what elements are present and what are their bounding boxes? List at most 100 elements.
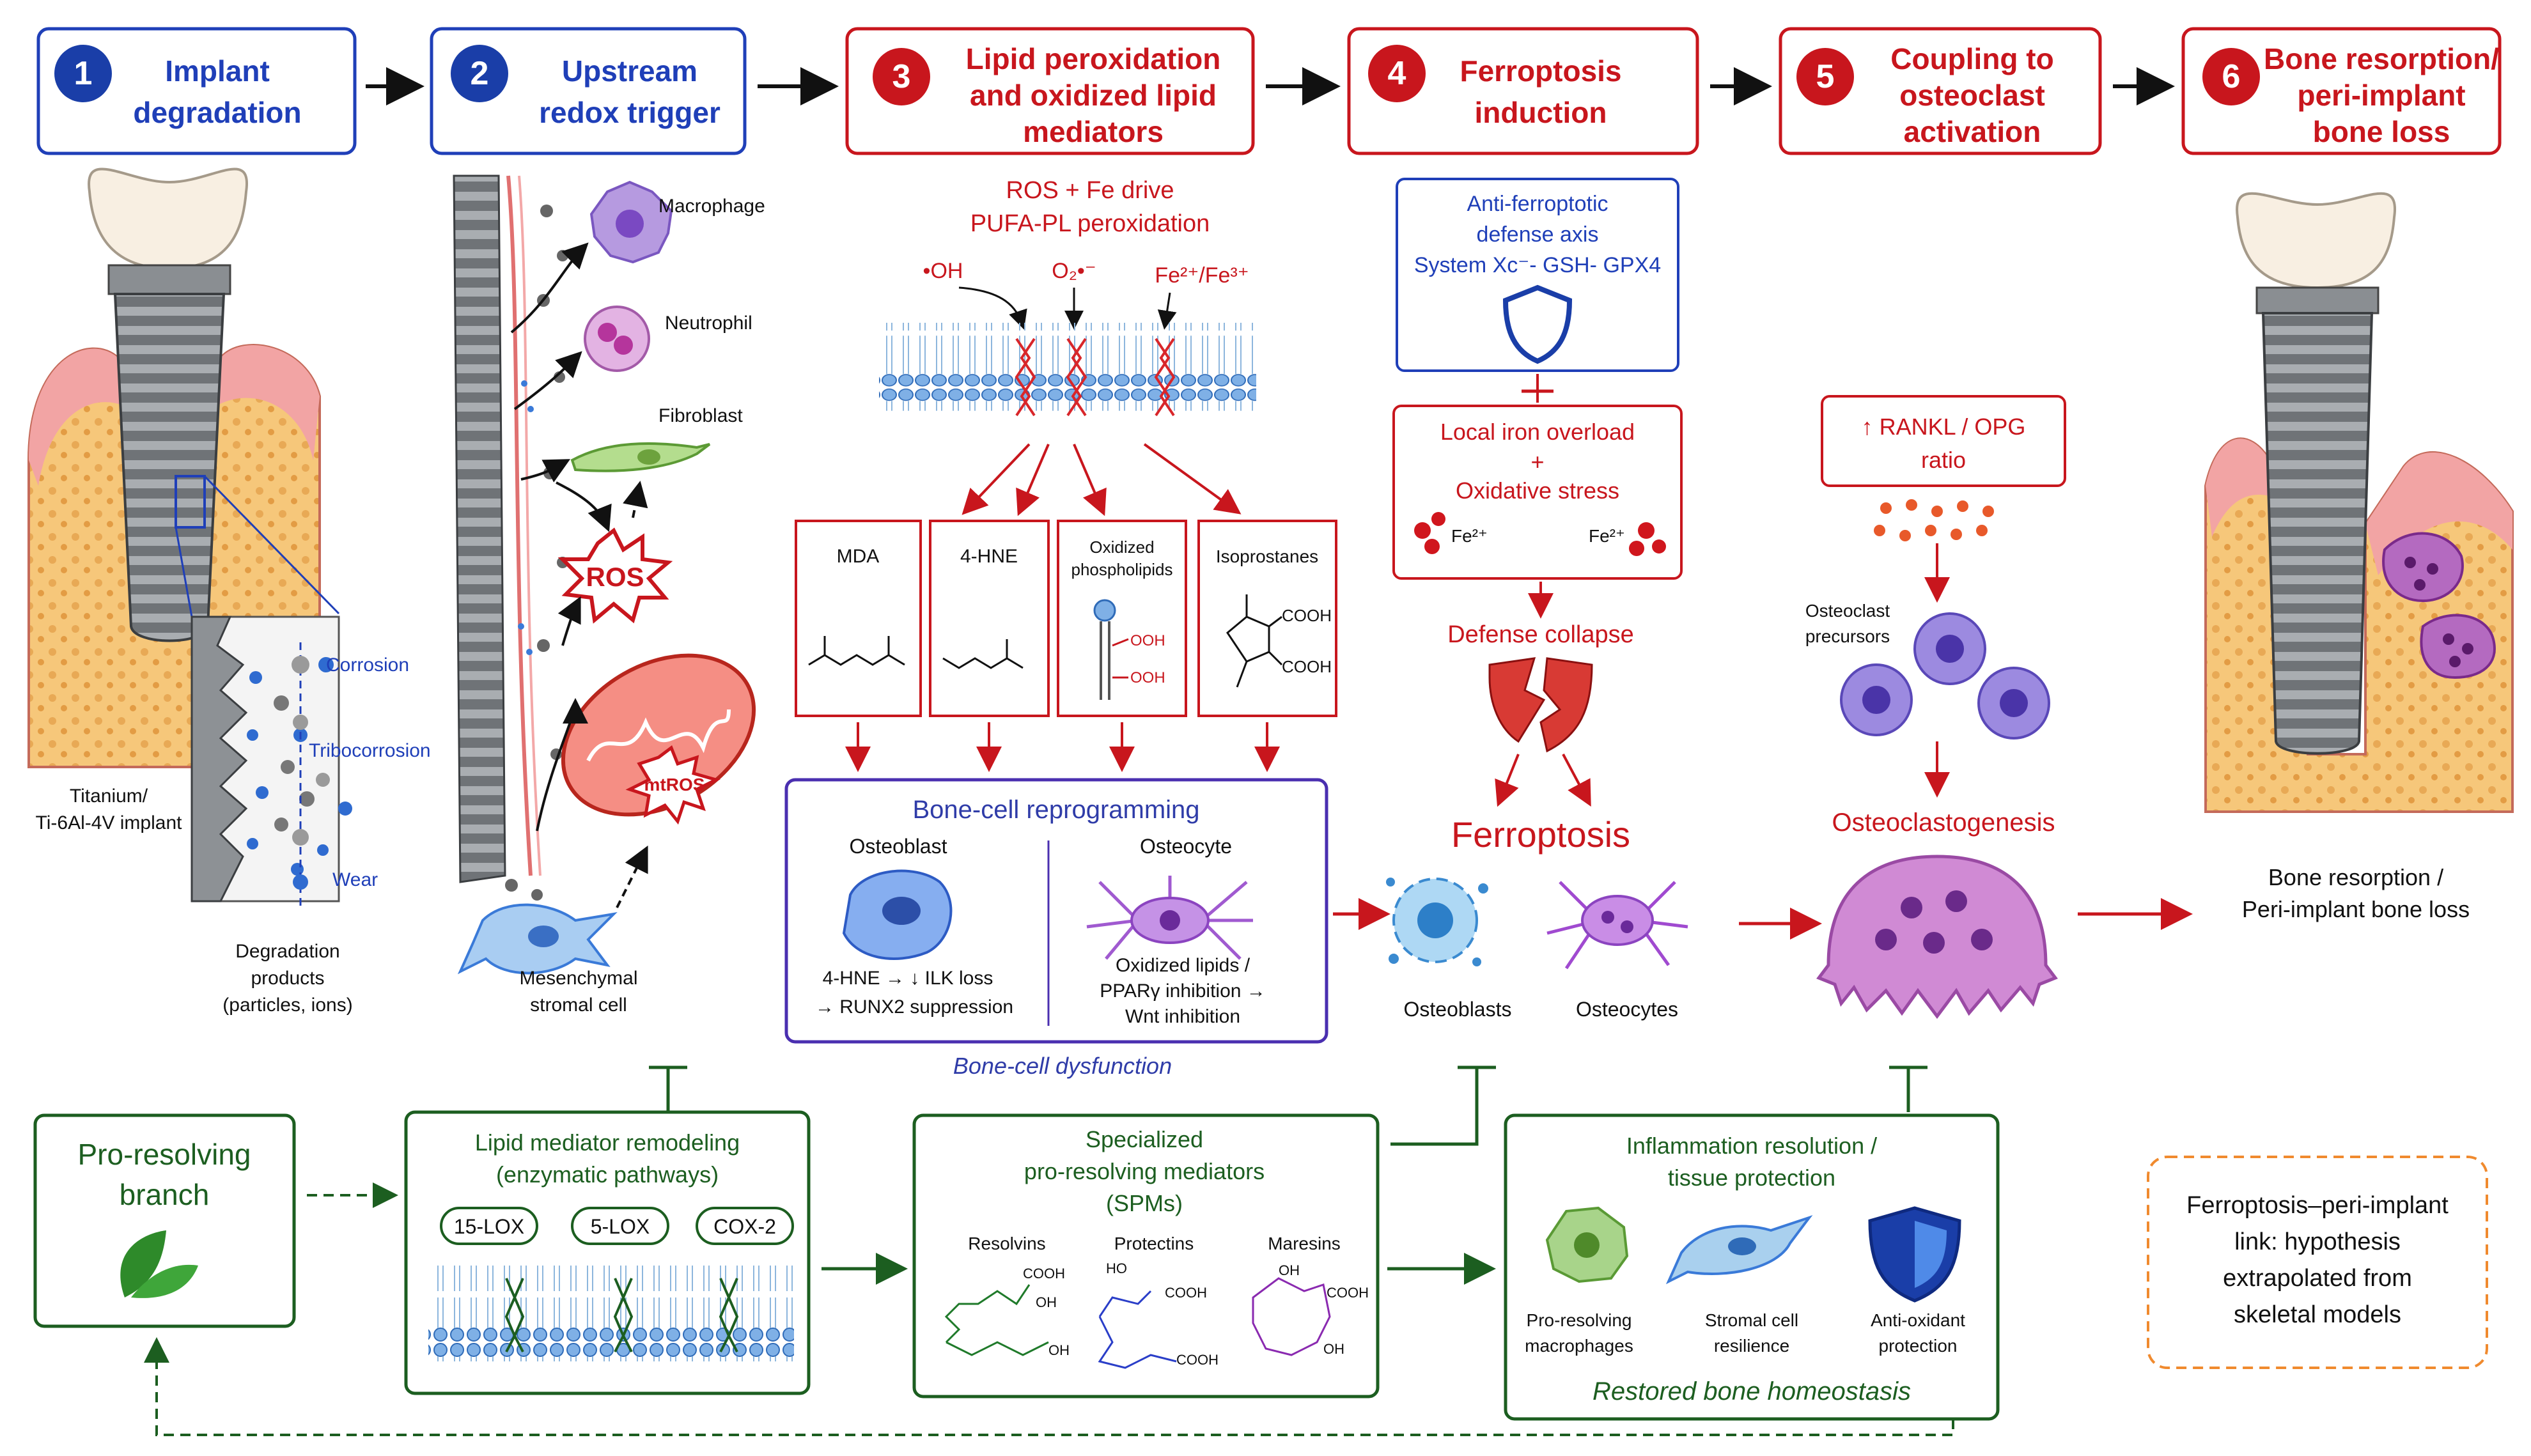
step-1-badge [54,45,112,102]
redox-arrows [510,242,648,908]
step-5-title-3: activation [1904,115,2041,148]
defense-collapse-label: Defense collapse [1447,621,1634,648]
ferroptosis-title: Ferroptosis [1451,814,1630,855]
neutrophil-cell [584,306,650,372]
neutrophil-label: Neutrophil [665,313,752,334]
osteoblast-mechanism: 4-HNE → ↓ ILK loss [823,968,993,989]
aop-label: Anti-oxidant [1871,1310,1965,1330]
step-2-badge [451,45,508,102]
isoprostane-cooh-2: COOH [1282,657,1332,676]
hypothesis-text-2: link: hypothesis [2234,1228,2401,1255]
lipid-remodeling-box: Lipid mediator remodeling (enzymatic pat… [404,1110,811,1395]
fe2-label-1: Fe²⁺ [1451,526,1488,546]
isoprostane-cooh-1: COOH [1282,606,1332,625]
step-3-badge [873,48,930,105]
step-3-title: Lipid peroxidation [966,42,1221,75]
oxpl-label-2: phospholipids [1071,560,1172,579]
reprogramming-box: Bone-cell reprogramming Osteoblast Osteo… [784,778,1328,1044]
precursors-label-2: precursors [1805,626,1890,646]
ros-label: ROS [586,562,644,592]
step-6-box: 6 Bone resorption/ peri-implant bone los… [2181,27,2502,155]
inflammation-title: Inflammation resolution / [1626,1133,1877,1159]
osteocyte-dendrites [1086,876,1253,960]
step-6-title-3: bone loss [2313,115,2450,148]
ooh-label-2: OOH [1130,669,1165,686]
step-3-box: 3 Lipid peroxidation and oxidized lipid … [845,27,1255,155]
product-4hne: 4-HNE [929,520,1050,717]
step-2-title: Upstream [562,54,697,88]
oxpl-label: Oxidized [1089,538,1154,557]
scr-label-2: resilience [1714,1336,1789,1356]
hypothesis-text: Ferroptosis–peri-implant [2186,1192,2449,1219]
remodel-title-2: (enzymatic pathways) [496,1161,719,1188]
iron-overload-box: Local iron overload + Oxidative stress F… [1392,405,1683,580]
hypothesis-text-4: skeletal models [2234,1301,2401,1328]
lipid-heading-2: PUFA-PL peroxidation [970,210,1210,237]
iron-plus: + [1530,449,1544,475]
rankl-box: ↑ RANKL / OPG ratio [1821,395,2066,487]
fe2-label-2: Fe²⁺ [1589,526,1625,546]
hypothesis-text-3: extrapolated from [2223,1265,2412,1292]
superoxide-label: O₂•⁻ [1052,259,1096,283]
step-6-title: Bone resorption/ [2264,42,2499,75]
resolvin-structure [944,1284,1049,1356]
restored-homeostasis-label: Restored bone homeostasis [1593,1377,1911,1406]
inflammation-title-2: tissue protection [1668,1165,1835,1191]
maresin-oh-2: OH [1323,1341,1344,1357]
bone-resorption-label: Bone resorption / [2268,864,2443,890]
products-label: Degradation [235,941,339,962]
osteocyte-mechanism: Oxidized lipids / [1116,955,1250,976]
macrophage-cell [589,180,673,264]
product-isoprostanes: Isoprostanes COOH COOH [1197,520,1337,717]
resolvins-label: Resolvins [968,1234,1045,1253]
axis-components: System Xc⁻- GSH- GPX4 [1414,253,1661,277]
ooh-label-1: OOH [1130,632,1165,649]
step-1-number: 1 [74,55,93,92]
precursors-label: Osteoclast [1805,601,1890,621]
shield-icon [1502,284,1573,364]
hydroxyl-radical-label: •OH [923,259,963,283]
degradation-labels: Corrosion Tribocorrosion Wear Titanium/ … [36,642,431,1016]
rankl-label: ↑ RANKL / OPG [1862,414,2026,440]
implant-fixture [113,293,226,642]
maresin-structure [1252,1277,1331,1356]
implant-surface-strip [453,174,568,901]
spm-box: Specialized pro-resolving mediators (SPM… [912,1113,1380,1398]
mda-label: MDA [837,546,880,567]
prm-label: Pro-resolving [1527,1310,1632,1330]
enzyme-cox2-label: COX-2 [713,1215,776,1238]
product-down-arrows [845,722,1280,772]
step-6-title-2: peri-implant [2297,79,2465,112]
maresin-oh-1: OH [1279,1262,1300,1278]
product-mda: MDA [795,520,922,717]
spm-title-3: (SPMs) [1106,1190,1183,1216]
step-5-badge [1796,48,1854,105]
step-4-title: Ferroptosis [1460,54,1621,88]
hypothesis-note: Ferroptosis–peri-implant link: hypothesi… [2147,1156,2488,1369]
dying-osteocyte-icon [1546,881,1688,970]
particle-icon [292,656,309,674]
implant-material-label: Titanium/ [70,786,148,807]
step-4-box: 4 Ferroptosis induction [1347,27,1699,155]
step-2-number: 2 [471,55,489,92]
reprogramming-title: Bone-cell reprogramming [912,796,1199,824]
fibroblast-cell [570,442,711,472]
step-5-title: Coupling to [1890,42,2053,75]
msc-cell [457,903,618,975]
leaf-icon [120,1230,166,1297]
step-6-badge [2202,48,2260,105]
inhibition-ferroptosis [1390,1065,1496,1146]
spm-title-2: pro-resolving mediators [1024,1158,1265,1184]
protectin-cooh-1: COOH [1165,1285,1207,1301]
osteoblasts-label: Osteoblasts [1404,998,1512,1021]
spm-title: Specialized [1086,1126,1203,1152]
step-2-title-2: redox trigger [539,96,720,129]
protectins-label: Protectins [1114,1234,1194,1253]
osteoclast-precursors [1840,612,2050,740]
zoom-region [175,475,206,529]
oxidative-stress-label: Oxidative stress [1456,477,1619,504]
enzyme-15lox [440,1207,538,1245]
step-3-number: 3 [892,58,911,95]
step-4-number: 4 [1388,55,1406,92]
